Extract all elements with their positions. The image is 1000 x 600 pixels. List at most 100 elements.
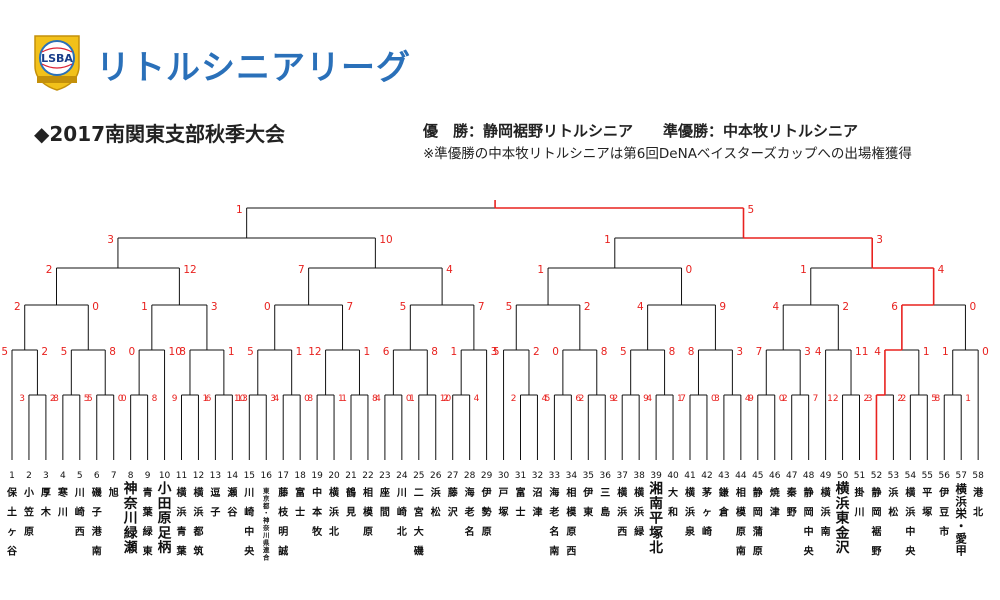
team-name-char: 藤: [448, 486, 459, 499]
team-name-char: 緑: [124, 524, 138, 541]
score-label: 4: [646, 394, 652, 404]
team-number: 49: [820, 471, 832, 481]
team-name-char: 浜: [836, 495, 850, 512]
score-label: 12: [183, 264, 196, 276]
score-label: 10: [379, 234, 392, 246]
score-label: 3: [270, 394, 276, 404]
team-number: 39: [650, 471, 662, 481]
score-label: 1: [141, 301, 148, 313]
team-name-char: 沢: [448, 506, 459, 519]
score-label: 3: [867, 394, 873, 404]
team-name-char: 葉: [142, 506, 154, 519]
team-name-char: 横: [821, 486, 832, 499]
team-name-char: 大: [668, 486, 678, 499]
team-name-char: 名: [549, 525, 559, 538]
score-label: 5: [620, 346, 627, 358]
score-label: 4: [446, 264, 453, 276]
team-number: 48: [803, 471, 815, 481]
team-name-char: 青: [177, 525, 187, 538]
score-label: 8: [669, 346, 676, 358]
team-number: 11: [176, 471, 187, 481]
team-name-char: 横: [177, 486, 188, 499]
team-name-char: 相: [566, 486, 576, 499]
team-name-char: 愛: [956, 531, 968, 545]
team-name-char: 崎: [75, 506, 85, 519]
team-number: 58: [972, 471, 984, 481]
team-number: 35: [583, 471, 594, 481]
team-number: 9: [145, 471, 151, 481]
score-label: 0: [686, 264, 693, 276]
team-number: 47: [786, 471, 797, 481]
score-label: 8: [53, 394, 59, 404]
score-label: 1: [450, 346, 457, 358]
team-name-char: 東: [263, 486, 270, 495]
score-label: 9: [719, 301, 726, 313]
team-number: 10: [159, 471, 171, 481]
team-number: 25: [413, 471, 424, 481]
team-name-char: 枝: [277, 506, 289, 519]
team-name-char: 北: [397, 525, 407, 538]
team-number: 13: [210, 471, 221, 481]
team-number: 45: [752, 471, 763, 481]
team-number: 56: [939, 471, 951, 481]
team-name-char: 中: [804, 525, 814, 538]
score-label: 7: [298, 264, 305, 276]
team-name-char: 倉: [718, 506, 730, 519]
team-name-char: 栄: [955, 507, 968, 521]
score-label: 1: [236, 204, 243, 216]
score-label: 0: [304, 394, 310, 404]
team-name-char: 岡: [753, 507, 763, 519]
score-label: 4: [874, 346, 881, 358]
score-label: 1: [965, 394, 971, 404]
team-number: 29: [481, 471, 493, 481]
team-name-char: 横: [617, 486, 628, 499]
team-name-char: 中: [905, 525, 915, 538]
team-name-char: 央: [905, 545, 916, 558]
team-name-char: ・: [263, 509, 269, 517]
team-number: 52: [871, 471, 882, 481]
team-name-char: 緑: [634, 525, 645, 538]
score-label: 10: [169, 346, 182, 358]
team-name-char: 鎌: [718, 486, 729, 499]
team-name-char: 静: [753, 486, 763, 499]
team-name-char: 中: [244, 525, 254, 538]
team-name-char: 西: [566, 546, 576, 558]
score-label: 0: [121, 394, 127, 404]
score-label: 4: [637, 301, 644, 313]
team-name-char: 原: [24, 526, 34, 538]
score-label: 4: [745, 394, 751, 404]
score-label: 8: [307, 394, 313, 404]
team-name-char: 南: [649, 495, 663, 512]
team-name-char: 連: [263, 545, 270, 554]
team-name-char: 川: [74, 487, 85, 499]
team-name-char: 横: [956, 482, 968, 496]
team-name-char: 戸: [499, 487, 509, 499]
team-name-char: 小: [23, 486, 34, 499]
team-name-char: 崎: [244, 506, 254, 519]
team-number: 46: [769, 471, 781, 481]
score-label: 0: [982, 346, 989, 358]
score-label: 5: [1, 346, 8, 358]
score-label: 3: [491, 346, 498, 358]
team-name-char: 裾: [871, 525, 881, 538]
team-name-char: 足: [158, 525, 172, 541]
team-name-char: 名: [465, 525, 475, 538]
team-name-char: 瀬: [124, 539, 138, 556]
team-name-char: 模: [736, 506, 747, 519]
team-name-char: 模: [566, 506, 577, 519]
team-name-char: 北: [649, 540, 663, 556]
team-name-char: 東: [836, 510, 850, 527]
team-name-char: 東: [583, 506, 593, 519]
team-name-char: 茅: [702, 486, 712, 499]
team-name-char: 岡: [804, 507, 814, 519]
team-name-char: ・: [956, 519, 967, 533]
team-number: 26: [430, 471, 442, 481]
score-label: 5: [747, 204, 754, 216]
team-name-char: 横: [193, 486, 204, 499]
team-name-char: 子: [210, 507, 220, 519]
team-name-char: 川: [57, 507, 68, 519]
team-name-char: 谷: [227, 506, 238, 519]
team-number: 20: [328, 471, 340, 481]
team-name-char: 保: [6, 486, 18, 499]
